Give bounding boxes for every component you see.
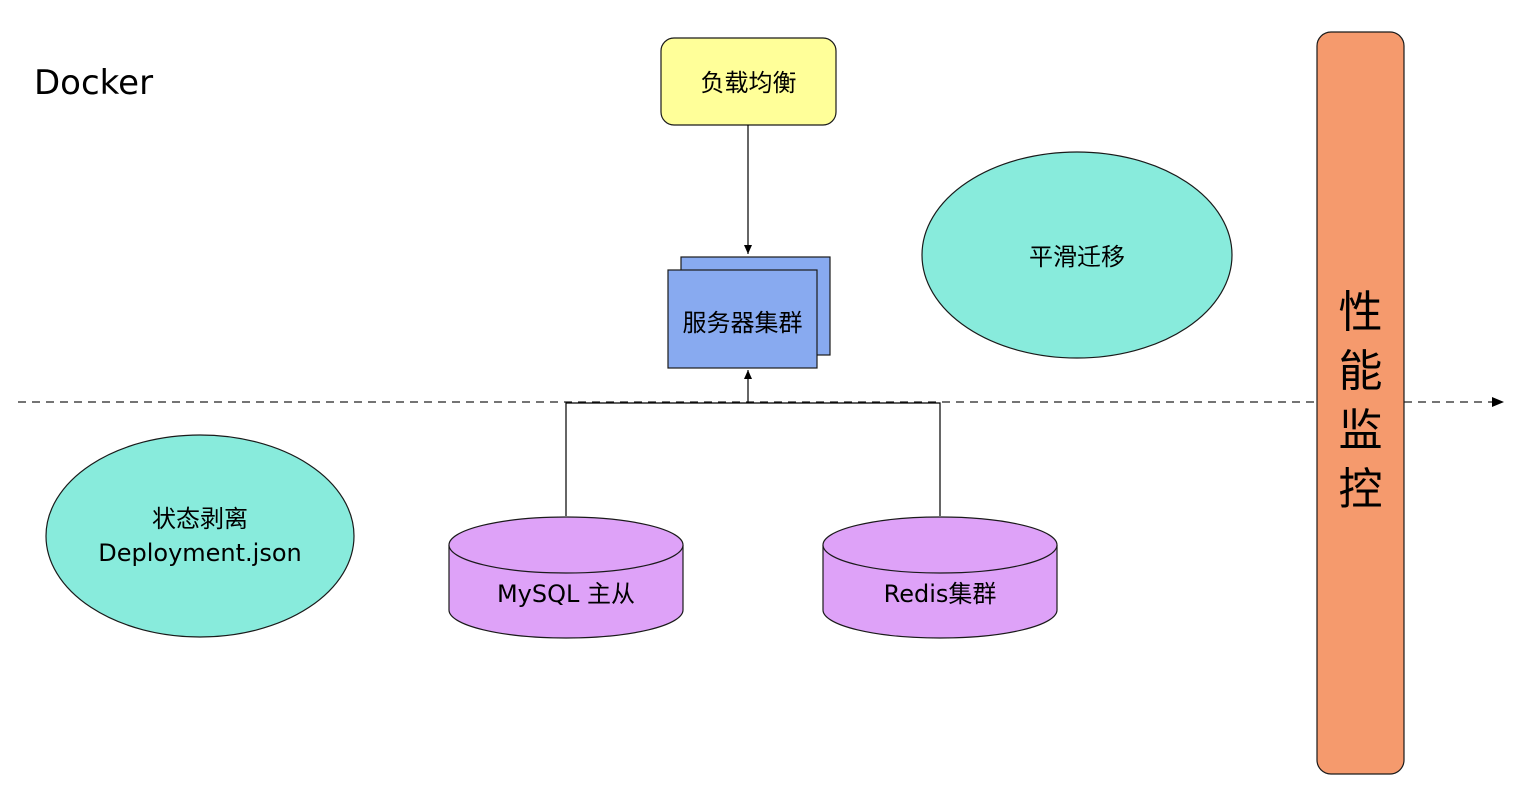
separator-arrowhead	[1492, 397, 1504, 407]
connector-mysql-to-cluster	[565, 402, 748, 516]
performance-monitor-char-3: 监	[1339, 405, 1383, 456]
redis-label: Redis集群	[884, 580, 997, 608]
server-cluster-label: 服务器集群	[683, 309, 803, 337]
state-separation-label-line2: Deployment.json	[98, 539, 302, 567]
performance-monitor-char-1: 性	[1339, 287, 1383, 338]
server-cluster-front-card	[667, 269, 818, 369]
load-balancer-label: 负载均衡	[701, 69, 797, 97]
redis-database-cylinder	[822, 516, 1058, 639]
smooth-migration-ellipse	[921, 151, 1233, 359]
performance-monitor-char-4: 控	[1339, 464, 1383, 515]
performance-monitor-char-2: 能	[1339, 346, 1383, 397]
state-separation-ellipse	[45, 434, 355, 638]
performance-monitor-bar	[1316, 31, 1405, 775]
connector-redis-to-cluster	[748, 402, 941, 516]
diagram-title: Docker	[34, 63, 153, 103]
state-separation-label-line1: 状态剥离	[152, 505, 248, 533]
mysql-database-cylinder	[448, 516, 684, 639]
smooth-migration-label: 平滑迁移	[1029, 243, 1125, 271]
mysql-label: MySQL 主从	[497, 580, 635, 608]
